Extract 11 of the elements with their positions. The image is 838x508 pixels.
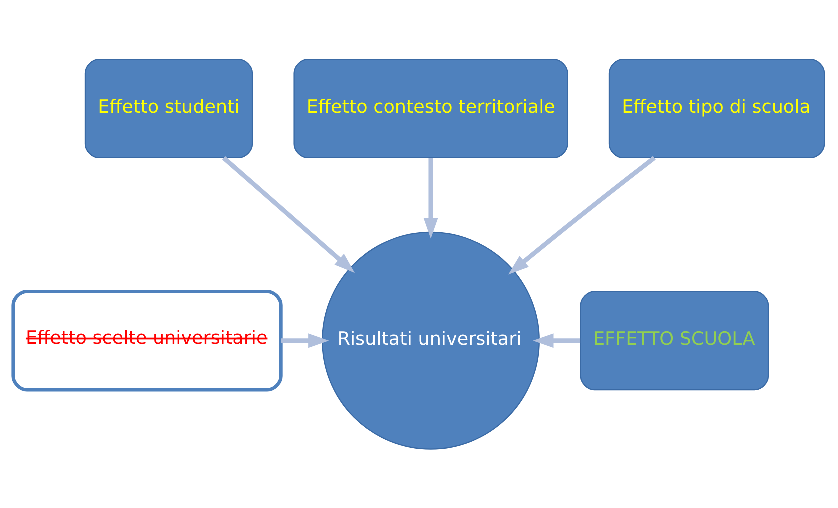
arrow [424, 158, 438, 238]
node-circle: Risultati universitari [322, 231, 540, 450]
node-box: Effetto scelte universitarie [12, 289, 283, 392]
arrow [508, 156, 656, 274]
node-box: Effetto studenti [84, 58, 254, 158]
arrow [281, 333, 330, 348]
node-box: Effetto contesto territoriale [294, 58, 568, 158]
arrow [533, 333, 581, 348]
node-box: Effetto tipo di scuola [608, 58, 826, 158]
arrow [222, 156, 355, 273]
node-box: EFFETTO SCUOLA [580, 290, 770, 390]
